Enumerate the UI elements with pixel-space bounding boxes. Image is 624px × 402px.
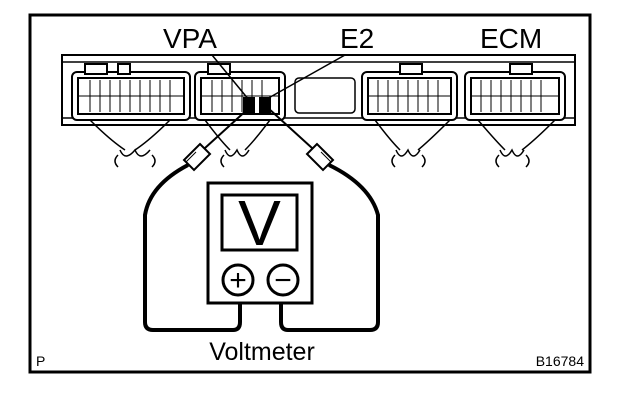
voltmeter: V + − bbox=[206, 181, 314, 305]
ecm-connector-1 bbox=[71, 63, 191, 121]
vpa-leader-line bbox=[211, 54, 250, 101]
figure-code: B16784 bbox=[536, 353, 584, 369]
positive-probe bbox=[182, 107, 250, 172]
positive-terminal bbox=[221, 263, 255, 297]
ecm-connector-3 bbox=[361, 63, 458, 121]
corner-mark: P bbox=[36, 353, 45, 369]
negative-terminal-symbol: − bbox=[274, 264, 292, 297]
negative-terminal bbox=[266, 263, 300, 297]
e2-pin-label: E2 bbox=[340, 23, 374, 54]
vpa-pin-label: VPA bbox=[163, 23, 217, 54]
wire-harness-bundles bbox=[89, 119, 556, 168]
ecm-connector-2 bbox=[194, 63, 286, 121]
test-leads bbox=[143, 163, 380, 332]
voltmeter-display-symbol: V bbox=[238, 187, 281, 259]
positive-terminal-symbol: + bbox=[229, 264, 247, 297]
ecm-connector-4 bbox=[464, 63, 566, 121]
negative-probe bbox=[267, 107, 335, 172]
negative-test-lead bbox=[279, 163, 380, 332]
positive-test-lead bbox=[143, 163, 242, 332]
voltmeter-caption: Voltmeter bbox=[209, 338, 315, 366]
voltmeter-display bbox=[220, 193, 299, 252]
e2-leader-line bbox=[264, 54, 346, 101]
pin-leader-lines bbox=[211, 54, 346, 101]
ecm-label: ECM bbox=[480, 23, 542, 54]
